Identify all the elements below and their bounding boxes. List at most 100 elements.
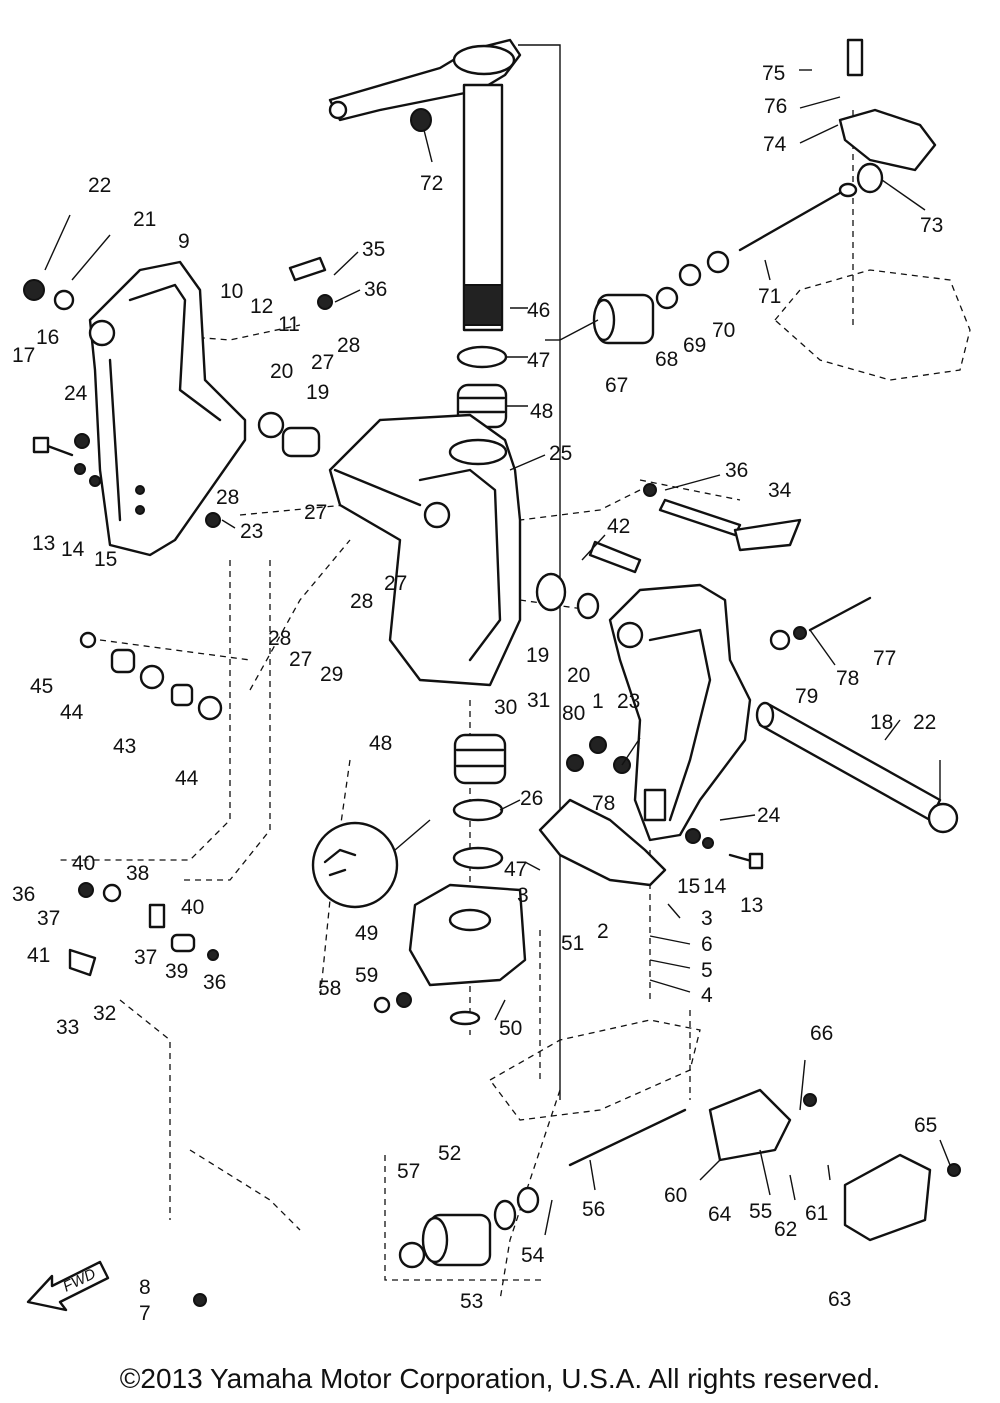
part-label: 27: [384, 572, 407, 595]
part-label: 28: [268, 627, 291, 650]
part-label: 63: [828, 1288, 851, 1311]
part-label: 36: [725, 459, 748, 482]
part-label: 8: [139, 1276, 151, 1299]
part-label: 6: [701, 933, 713, 956]
part-label: 56: [582, 1198, 605, 1221]
part-label: 75: [762, 62, 785, 85]
clamp-bracket-right: [608, 583, 752, 842]
part-label: 19: [306, 381, 329, 404]
part-label: 68: [655, 348, 678, 371]
part-label: 77: [873, 647, 896, 670]
part-label: 62: [774, 1218, 797, 1241]
part-label: 67: [605, 374, 628, 397]
part-label: 78: [592, 792, 615, 815]
part-label: 74: [763, 133, 787, 156]
part-label: 20: [270, 360, 293, 383]
part-label: 36: [364, 278, 387, 301]
part-label: 39: [165, 960, 188, 983]
part-label: 61: [805, 1202, 828, 1225]
part-label: 52: [438, 1142, 461, 1165]
leader-lines: [44, 69, 951, 1236]
part-label: 27: [289, 648, 312, 671]
part-label: 37: [37, 907, 60, 930]
mount-cover-63: [843, 1153, 932, 1242]
part-label: 36: [12, 883, 35, 906]
part-label: 57: [397, 1160, 420, 1183]
through-tube: [755, 701, 959, 834]
part-label: 79: [795, 685, 818, 708]
part-label: 23: [617, 690, 640, 713]
part-label: 9: [178, 230, 190, 253]
part-label: 2: [597, 920, 609, 943]
part-label: 37: [134, 946, 157, 969]
part-label: 12: [250, 295, 273, 318]
lower-unit-outline: [489, 269, 971, 1121]
part-label: 40: [72, 852, 95, 875]
part-label: 38: [126, 862, 149, 885]
part-label: 32: [93, 1002, 116, 1025]
part-label: 42: [607, 515, 630, 538]
detail-circle: [311, 819, 431, 909]
bolts-and-pins: [32, 38, 937, 1167]
part-label: 28: [350, 590, 373, 613]
clamp-bracket-left: [88, 260, 247, 557]
lower-block: [408, 883, 527, 1026]
part-label: 58: [318, 977, 341, 1000]
part-label: 48: [369, 732, 392, 755]
steering-shaft: [410, 83, 504, 332]
part-label: 65: [914, 1114, 937, 1137]
part-label: 1: [592, 690, 604, 713]
fwd-arrow: FWD: [26, 1260, 110, 1312]
copyright-notice: ©2013 Yamaha Motor Corporation, U.S.A. A…: [120, 1363, 880, 1394]
part-label: 60: [664, 1184, 687, 1207]
part-label: 7: [139, 1302, 151, 1325]
part-label: 45: [30, 675, 53, 698]
part-label: 48: [530, 400, 553, 423]
part-label: 47: [504, 858, 527, 881]
part-label: 21: [133, 208, 156, 231]
part-label: 78: [836, 667, 859, 690]
part-label: 43: [113, 735, 136, 758]
steering-arm: [328, 38, 522, 122]
part-labels: 75 76 74 73 71 72 46 47 48 67 68 69 70 2…: [12, 62, 943, 1325]
part-label: 51: [561, 932, 584, 955]
part-label: 26: [520, 787, 543, 810]
part-label: 33: [56, 1016, 79, 1039]
part-label: 22: [88, 174, 111, 197]
part-label: 44: [60, 701, 84, 724]
part-label: 27: [311, 351, 334, 374]
part-label: 31: [527, 689, 550, 712]
part-label: 30: [494, 696, 517, 719]
part-label: 46: [527, 299, 550, 322]
mount-cover-60: [708, 1088, 792, 1162]
shaft-bushings: [452, 345, 508, 870]
part-label: 47: [527, 349, 550, 372]
part-label: 27: [304, 501, 327, 524]
part-label: 15: [677, 875, 700, 898]
part-label: 18: [870, 711, 893, 734]
part-label: 35: [362, 238, 385, 261]
part-label: 70: [712, 319, 735, 342]
part-label: 25: [549, 442, 572, 465]
part-label: 20: [567, 664, 590, 687]
part-label: 76: [764, 95, 787, 118]
part-label: 59: [355, 964, 378, 987]
part-label: 50: [499, 1017, 522, 1040]
part-label: 17: [12, 344, 35, 367]
part-label: 40: [181, 896, 204, 919]
part-label: 29: [320, 663, 343, 686]
part-label: 15: [94, 548, 117, 571]
part-label: 13: [740, 894, 763, 917]
small-parts: [23, 279, 961, 1307]
part-label: 34: [768, 479, 792, 502]
swivel-bracket: [328, 413, 522, 687]
part-label: 54: [521, 1244, 545, 1267]
part-label: 66: [810, 1022, 833, 1045]
part-label: 36: [203, 971, 226, 994]
part-label: 11: [278, 313, 300, 336]
part-label: 41: [27, 944, 50, 967]
part-label: 13: [32, 532, 55, 555]
part-label: 28: [216, 486, 239, 509]
part-label: 4: [701, 984, 713, 1007]
